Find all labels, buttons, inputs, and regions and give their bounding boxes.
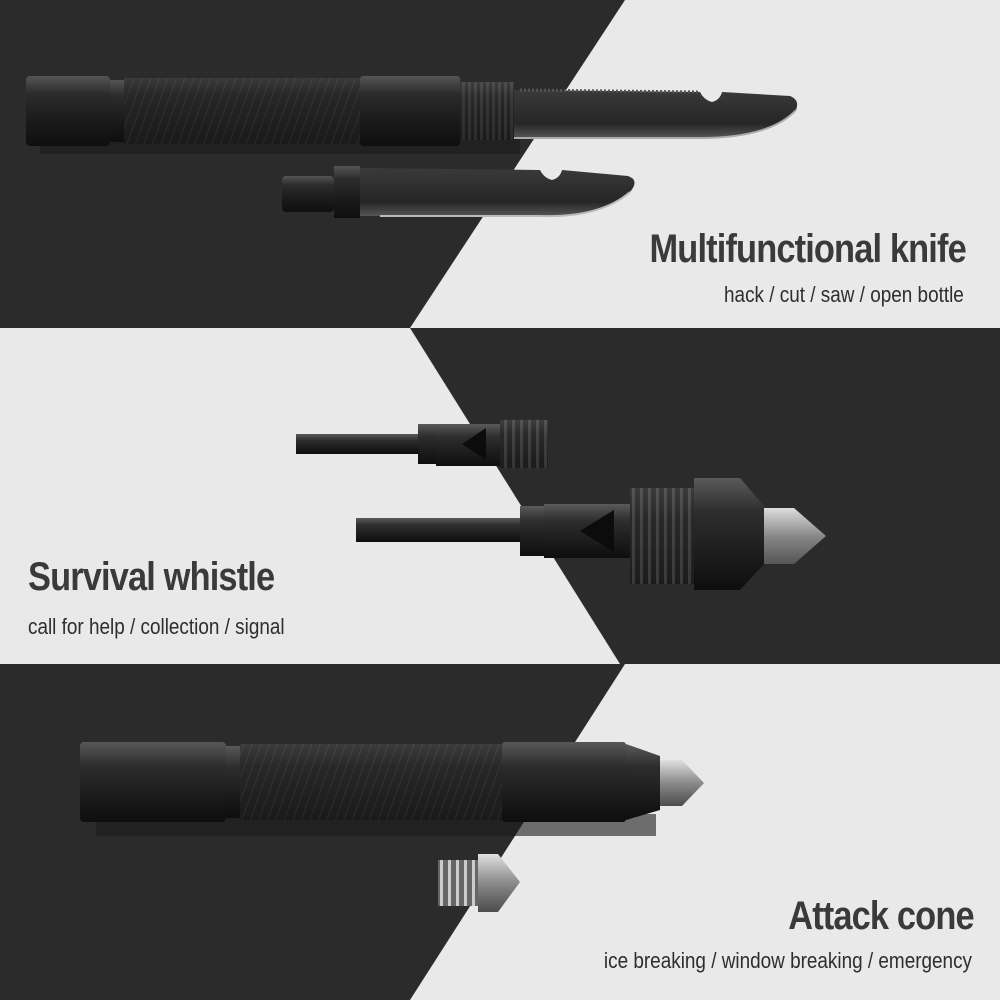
- whistle-illustration: [0, 328, 1000, 664]
- whistle-subtitle: call for help / collection / signal: [28, 614, 285, 639]
- whistle-title: Survival whistle: [28, 555, 275, 599]
- cone-subtitle: ice breaking / window breaking / emergen…: [603, 948, 972, 973]
- panel-cone: Attack cone ice breaking / window breaki…: [0, 664, 1000, 1000]
- panel-whistle: Survival whistle call for help / collect…: [0, 328, 1000, 664]
- cone-illustration: [0, 664, 1000, 1000]
- panel-knife: Multifunctional knife hack / cut / saw /…: [0, 0, 1000, 328]
- knife-subtitle: hack / cut / saw / open bottle: [724, 282, 964, 307]
- knife-illustration: [0, 0, 1000, 328]
- knife-title: Multifunctional knife: [649, 227, 967, 271]
- cone-title: Attack cone: [788, 894, 974, 938]
